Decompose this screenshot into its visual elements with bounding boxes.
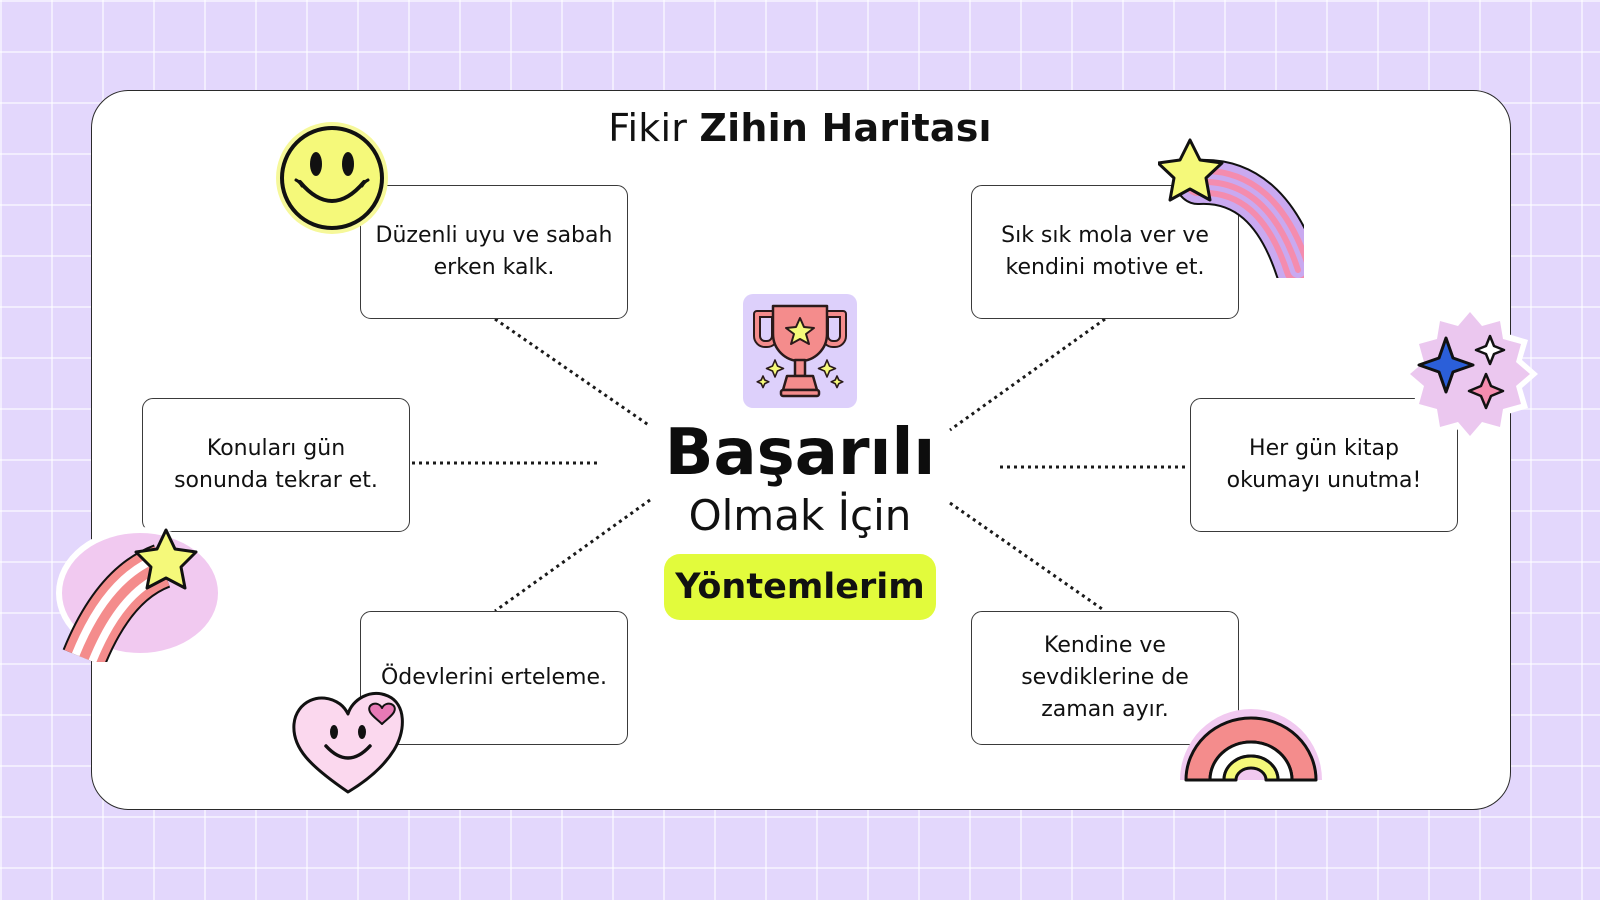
node-text-line: okumayı unutma! bbox=[1226, 468, 1422, 493]
node-text-line: zaman ayır. bbox=[1041, 697, 1169, 722]
connector-top-left bbox=[494, 317, 651, 428]
heart-smiley-icon bbox=[292, 691, 404, 794]
center-badge-label: Yöntemlerim bbox=[675, 567, 925, 607]
sparkle-stars-icon bbox=[1402, 304, 1538, 444]
shooting-star-icon bbox=[56, 527, 224, 662]
smiley-face-icon bbox=[276, 122, 388, 234]
node-read-books: Her gün kitap okumayı unutma! bbox=[1190, 398, 1458, 532]
node-text-line: Kendine ve bbox=[1044, 633, 1166, 658]
node-text-line: sevdiklerine de bbox=[1021, 665, 1189, 690]
node-time-for-loved-ones: Kendine ve sevdiklerine de zaman ayır. bbox=[971, 611, 1239, 745]
connector-top-right bbox=[949, 317, 1106, 432]
title-regular: Fikir bbox=[608, 106, 688, 150]
node-review-topics: Konuları gün sonunda tekrar et. bbox=[142, 398, 410, 532]
node-take-breaks: Sık sık mola ver ve kendini motive et. bbox=[971, 185, 1239, 319]
node-text-line: kendini motive et. bbox=[1005, 255, 1205, 280]
title-bold: Zihin Haritası bbox=[699, 106, 992, 150]
node-text-line: erken kalk. bbox=[433, 255, 555, 280]
node-sleep-early: Düzenli uyu ve sabah erken kalk. bbox=[360, 185, 628, 319]
node-text-line: Her gün kitap bbox=[1249, 436, 1399, 461]
trophy-icon bbox=[743, 294, 857, 408]
node-text-line: Ödevlerini erteleme. bbox=[380, 665, 608, 690]
shooting-star-icon bbox=[1158, 138, 1304, 278]
page-title: Fikir Zihin Haritası bbox=[0, 106, 1600, 150]
node-text-line: sonunda tekrar et. bbox=[174, 468, 378, 493]
node-text-line: Konuları gün bbox=[206, 436, 346, 461]
center-badge: Yöntemlerim bbox=[664, 554, 936, 620]
node-text-line: Düzenli uyu ve sabah bbox=[375, 223, 613, 248]
rainbow-icon bbox=[1180, 709, 1322, 782]
center-title: Başarılı bbox=[664, 416, 936, 490]
node-homework: Ödevlerini erteleme. bbox=[360, 611, 628, 745]
center-subtitle: Olmak İçin bbox=[688, 491, 912, 540]
node-text-line: Sık sık mola ver ve bbox=[1001, 223, 1209, 248]
